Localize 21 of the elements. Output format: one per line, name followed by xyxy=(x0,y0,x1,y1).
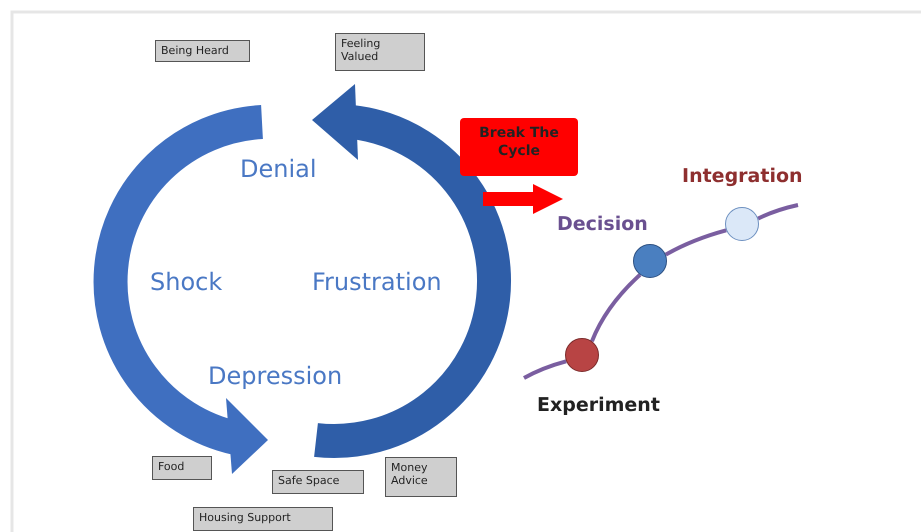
stage-label: Depression xyxy=(208,362,342,390)
support-box: Safe Space xyxy=(272,470,364,494)
progress-line xyxy=(664,228,727,256)
progress-line xyxy=(757,203,798,220)
support-box: Food xyxy=(152,456,212,480)
milestone-circle xyxy=(565,338,599,372)
support-box: Feeling Valued xyxy=(335,33,425,71)
stage-label: Shock xyxy=(150,268,222,296)
progress-line xyxy=(523,359,567,380)
stage-label: Integration xyxy=(682,165,803,187)
support-box: Being Heard xyxy=(155,40,250,62)
stage-label: Decision xyxy=(557,213,648,235)
callout-box: Break The Cycle xyxy=(460,118,578,176)
support-box: Money Advice xyxy=(385,457,457,497)
stage-label: Experiment xyxy=(537,394,660,416)
stage-label: Denial xyxy=(240,155,316,183)
milestone-circle xyxy=(633,244,667,278)
milestone-circle xyxy=(725,207,759,241)
stage-label: Frustration xyxy=(312,268,442,296)
progress-line xyxy=(590,273,642,342)
support-box: Housing Support xyxy=(193,507,333,531)
